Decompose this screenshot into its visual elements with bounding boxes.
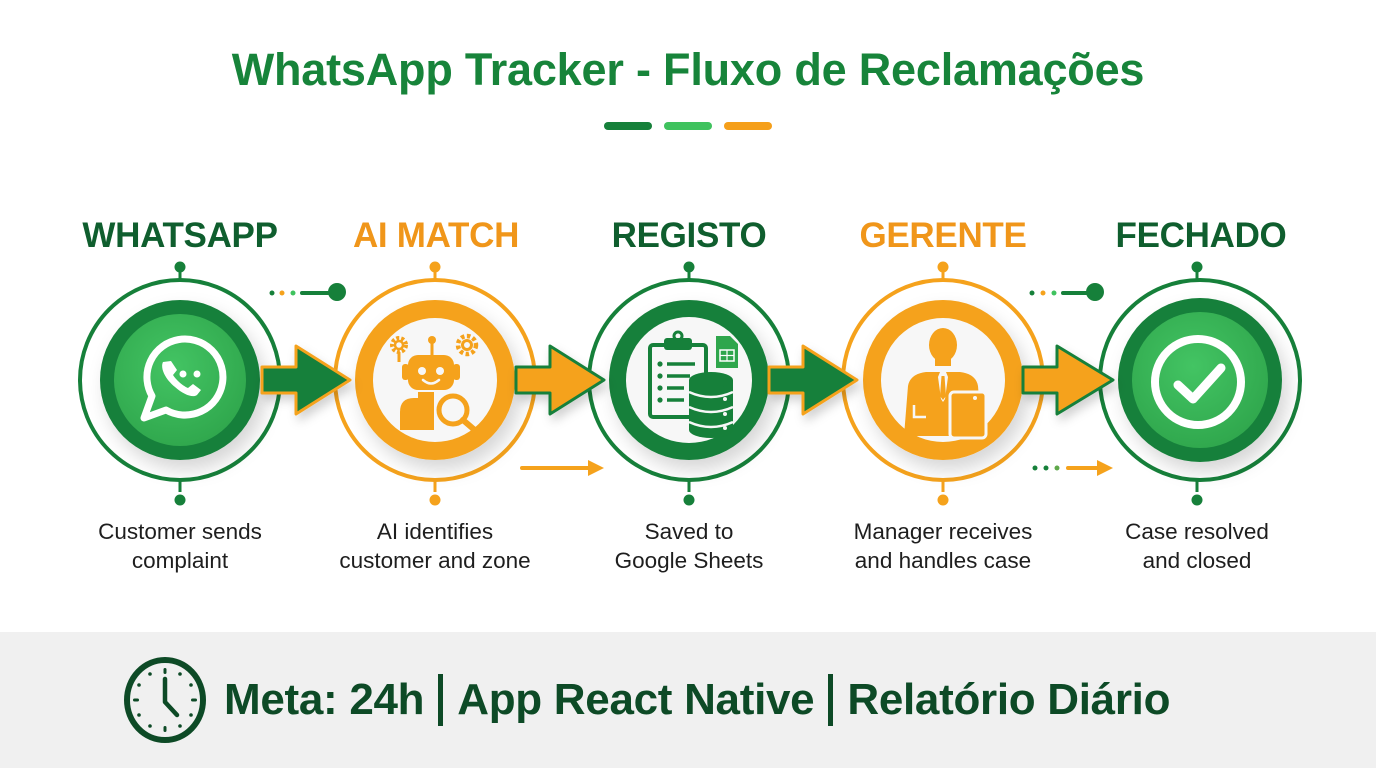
footer-item-goal: Meta: 24h xyxy=(224,675,425,724)
step-node-whatsapp xyxy=(78,261,282,506)
step-node-gerente xyxy=(841,261,1045,506)
accent-bar-orange xyxy=(724,122,772,130)
connector-arrow-2 xyxy=(520,460,604,476)
footer-content: Meta: 24h App React Native Relatório Diá… xyxy=(122,654,1170,746)
check-circle-icon xyxy=(1151,335,1245,429)
accent-bar-dark-green xyxy=(604,122,652,130)
page-title: WhatsApp Tracker - Fluxo de Reclamações xyxy=(231,44,1145,95)
flow-diagram xyxy=(78,261,1302,506)
footer-banner: Meta: 24h App React Native Relatório Diá… xyxy=(0,632,1376,768)
step-desc-registo: Saved to Google Sheets xyxy=(614,519,764,573)
clipboard-database-sheets-icon xyxy=(648,330,738,438)
footer-separator xyxy=(438,674,444,726)
footer-item-report: Relatório Diário xyxy=(847,675,1171,724)
step-desc-gerente: Manager receives and handles case xyxy=(853,519,1033,573)
accent-bar-light-green xyxy=(664,122,712,130)
step-desc-fechado: Case resolved and closed xyxy=(1125,519,1269,573)
step-node-registo xyxy=(587,261,791,506)
connector-arrow-4 xyxy=(1032,460,1113,476)
whatsapp-icon xyxy=(140,335,227,422)
step-node-fechado xyxy=(1098,261,1302,506)
flow-arrow-2 xyxy=(514,344,606,416)
flow-arrow-4 xyxy=(1021,344,1115,416)
title-accent-bars xyxy=(0,122,1376,130)
step-label-ai-match: AI MATCH xyxy=(352,216,520,255)
step-label-registo: REGISTO xyxy=(611,216,767,255)
ai-robot-search-icon xyxy=(390,333,480,435)
connector-dots-1 xyxy=(269,283,346,301)
connector-dots-4 xyxy=(1029,283,1104,301)
step-desc-ai-match: AI identifies customer and zone xyxy=(339,519,531,573)
footer-item-app: App React Native xyxy=(457,675,815,724)
step-label-fechado: FECHADO xyxy=(1115,216,1287,255)
flow-arrow-1 xyxy=(260,344,352,416)
footer-separator xyxy=(828,674,834,726)
step-node-ai-match xyxy=(333,261,537,506)
clock-icon xyxy=(124,657,206,743)
footer-summary: Meta: 24h App React Native Relatório Diá… xyxy=(224,674,1170,726)
step-desc-whatsapp: Customer sends complaint xyxy=(98,519,262,573)
step-label-whatsapp: WHATSAPP xyxy=(82,216,278,255)
step-label-gerente: GERENTE xyxy=(859,216,1027,255)
manager-tablet-icon xyxy=(904,328,988,440)
flow-arrow-3 xyxy=(767,344,859,416)
